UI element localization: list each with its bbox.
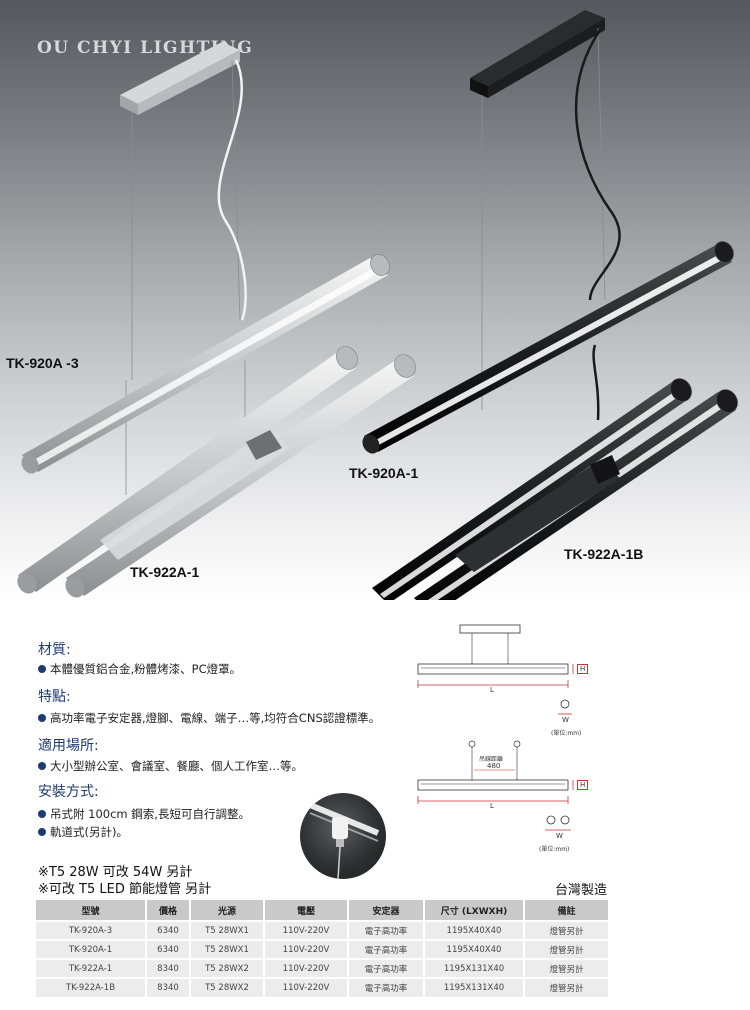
material-line: 本體優質鋁合金,粉體烤漆、PC燈罩。 [38, 661, 241, 677]
model-label-tk-920a-1: TK-920A-1 [349, 465, 419, 481]
table-cell: 110V-220V [264, 920, 349, 940]
table-cell: T5 28WX1 [190, 920, 265, 940]
dimension-diagram-double: 吊線距離 480 H L W (單位:mm) [415, 740, 600, 855]
table-row: TK-922A-1 8340 T5 28WX2 110V-220V 電子高功率 … [36, 958, 608, 978]
product-photo: OU CHYI LIGHTING [0, 0, 750, 600]
bullet-dot-icon [38, 762, 46, 770]
dim-w-label-2: W [556, 832, 563, 840]
table-cell: TK-922A-1 [36, 958, 147, 978]
table-cell: 燈管另計 [524, 939, 608, 959]
installation-line-1: 吊式附 100cm 鋼索,長短可自行調整。 [38, 806, 250, 822]
black-canopy [470, 10, 605, 98]
cable-fitting-photo [300, 793, 386, 879]
table-cell: 8340 [146, 977, 191, 997]
table-cell: TK-920A-3 [36, 920, 147, 940]
table-cell: 燈管另計 [524, 977, 608, 997]
col-header-ballast: 安定器 [348, 900, 425, 921]
table-cell: T5 28WX2 [190, 958, 265, 978]
brand-logo: OU CHYI LIGHTING [37, 38, 254, 58]
table-cell: 燈管另計 [524, 958, 608, 978]
lamp-tk-920a-3 [21, 254, 390, 474]
bullet-dot-icon [38, 665, 46, 673]
lamp-tk-922a-1 [17, 346, 416, 598]
dim-h-label-1: H [577, 664, 589, 674]
note-line-2: ※可改 T5 LED 節能燈管 另計 [38, 882, 212, 897]
table-row: TK-920A-3 6340 T5 28WX1 110V-220V 電子高功率 … [36, 920, 608, 940]
table-cell: 110V-220V [264, 958, 349, 978]
col-header-voltage: 電壓 [264, 900, 349, 921]
dim-l-label-1: L [490, 686, 494, 694]
table-cell: 電子高功率 [348, 958, 425, 978]
dim-w-label-1: W [562, 716, 569, 724]
table-cell: 1195X40X40 [424, 939, 525, 959]
lamp-illustration [17, 10, 738, 600]
col-header-remarks: 備註 [524, 900, 608, 921]
table-cell: TK-922A-1B [36, 977, 147, 997]
bullet-dot-icon [38, 714, 46, 722]
table-row: TK-920A-1 6340 T5 28WX1 110V-220V 電子高功率 … [36, 939, 608, 959]
silver-canopy [120, 42, 240, 115]
section-title-material: 材質: [38, 642, 71, 658]
dimension-diagram-single: H L W (單位:mm) [415, 622, 600, 742]
table-cell: 電子高功率 [348, 939, 425, 959]
table-cell: 110V-220V [264, 939, 349, 959]
installation-line-2: 軌道式(另計)。 [38, 824, 128, 840]
model-label-tk-920a-3: TK-920A -3 [6, 355, 79, 371]
col-header-model: 型號 [36, 900, 147, 921]
table-cell: 1195X131X40 [424, 958, 525, 978]
col-header-size: 尺寸 (LXWXH) [424, 900, 525, 921]
section-title-installation: 安裝方式: [38, 784, 99, 800]
lamp-tk-922a-1b [372, 378, 738, 600]
bullet-dot-icon [38, 810, 46, 818]
table-cell: 電子高功率 [348, 977, 425, 997]
hang-distance-value: 480 [487, 762, 501, 770]
model-label-tk-922a-1: TK-922A-1 [130, 564, 200, 580]
unit-label-1: (單位:mm) [551, 730, 582, 737]
features-line: 高功率電子安定器,燈腳、電線、端子…等,均符合CNS認證標準。 [38, 710, 380, 726]
bullet-dot-icon [38, 828, 46, 836]
table-cell: 8340 [146, 958, 191, 978]
section-title-features: 特點: [38, 689, 71, 705]
table-cell: 電子高功率 [348, 920, 425, 940]
dim-h-label-2: H [577, 780, 589, 790]
table-header-row: 型號 價格 光源 電壓 安定器 尺寸 (LXWXH) 備註 [36, 900, 608, 921]
dim-l-label-2: L [490, 802, 494, 810]
white-power-cord [217, 59, 247, 321]
table-row: TK-922A-1B 8340 T5 28WX2 110V-220V 電子高功率… [36, 977, 608, 997]
table-cell: TK-920A-1 [36, 939, 147, 959]
hang-distance-label: 吊線距離 [479, 756, 504, 763]
col-header-light-source: 光源 [190, 900, 265, 921]
section-title-applications: 適用場所: [38, 738, 99, 754]
suspension-wires [125, 27, 606, 495]
table-cell: 燈管另計 [524, 920, 608, 940]
table-cell: 6340 [146, 920, 191, 940]
table-cell: 1195X40X40 [424, 920, 525, 940]
table-cell: 110V-220V [264, 977, 349, 997]
table-cell: 6340 [146, 939, 191, 959]
black-power-cord [574, 29, 621, 301]
col-header-price: 價格 [146, 900, 191, 921]
made-in-taiwan: 台灣製造 [554, 883, 607, 898]
table-cell: T5 28WX1 [190, 939, 265, 959]
table-cell: T5 28WX2 [190, 977, 265, 997]
note-line-1: ※T5 28W 可改 54W 另計 [38, 865, 193, 880]
spec-table: 型號 價格 光源 電壓 安定器 尺寸 (LXWXH) 備註 TK-920A-3 … [36, 900, 608, 997]
table-cell: 1195X131X40 [424, 977, 525, 997]
model-label-tk-922a-1b: TK-922A-1B [564, 546, 644, 562]
unit-label-2: (單位:mm) [539, 846, 570, 853]
applications-line: 大小型辦公室、會議室、餐廳、個人工作室…等。 [38, 758, 303, 774]
lamp-tk-920a-1 [362, 241, 734, 454]
